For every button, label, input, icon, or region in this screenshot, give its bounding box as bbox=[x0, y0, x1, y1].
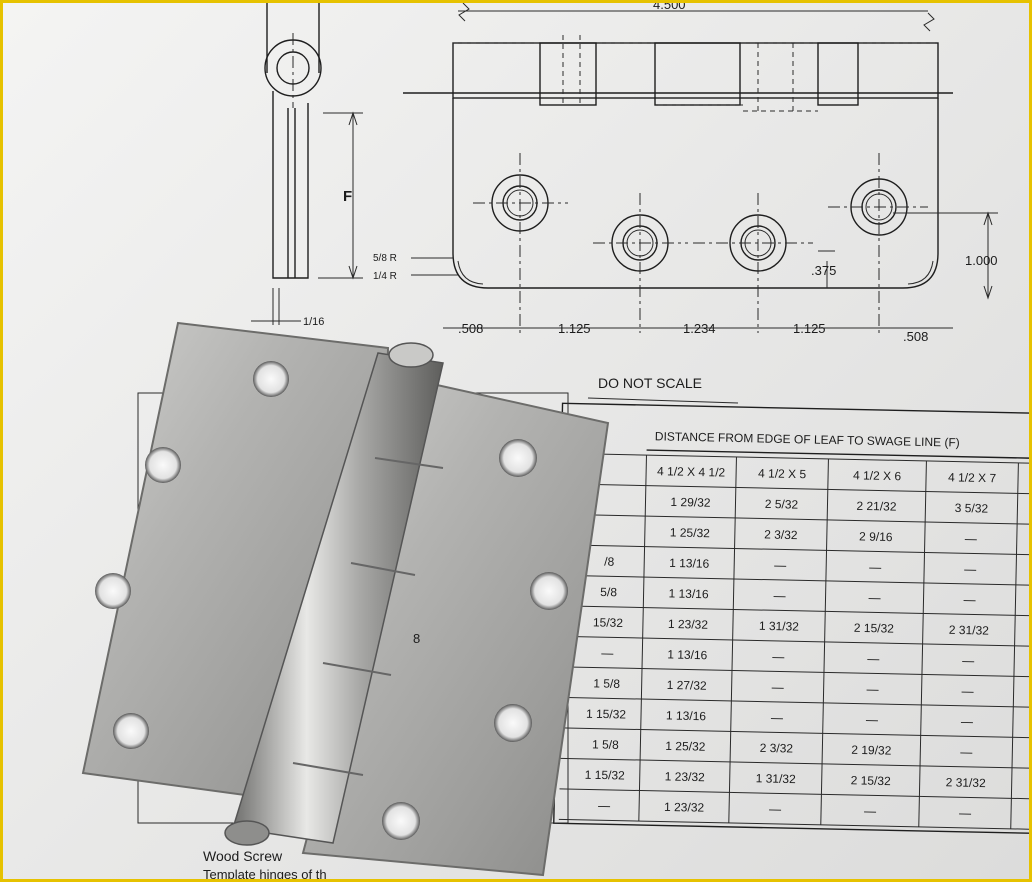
table-cell: — bbox=[772, 680, 784, 694]
table-cell: — bbox=[959, 806, 971, 820]
table-cell: 1 25/32 bbox=[665, 739, 706, 754]
table-cell: — bbox=[962, 654, 974, 668]
table-cell: 1 23/32 bbox=[665, 769, 706, 784]
table-col-header: 4 1/2 X 6 bbox=[853, 468, 902, 483]
table-left-cell: 1 15/32 bbox=[586, 707, 627, 722]
table-cell: — bbox=[867, 652, 879, 666]
table-left-cell: 15/32 bbox=[593, 615, 624, 630]
table-cell: 1 27/32 bbox=[667, 678, 708, 693]
footer-line1: Wood Screw bbox=[203, 848, 283, 864]
dim-thickness: 1/16 bbox=[303, 316, 324, 328]
table-cell: — bbox=[769, 802, 781, 816]
table-left-cell: 1 5/8 bbox=[592, 737, 619, 752]
table-cell: 2 15/32 bbox=[851, 773, 892, 788]
technical-drawing: 4.500 bbox=[81, 3, 1029, 879]
table-left-cell: 1 5/8 bbox=[593, 676, 620, 691]
table-cell: 2 3/32 bbox=[760, 741, 794, 756]
hinge-hole-1 bbox=[253, 361, 289, 397]
table-col-header: 4 1/2 X 5 bbox=[758, 466, 807, 481]
table-cell: 2 15/32 bbox=[854, 621, 895, 636]
table-grid: 4 1/2 X 4 1/2 4 1/2 X 5 4 1/2 X 6 4 1/2 X 7… bbox=[558, 452, 1029, 830]
table-cell: 2 31/32 bbox=[946, 775, 987, 790]
screw-hole-4 bbox=[828, 153, 928, 333]
table-cell: — bbox=[773, 589, 785, 603]
table-cell: — bbox=[866, 682, 878, 696]
table-cell: 2 21/32 bbox=[856, 499, 897, 514]
table-left-cell: — bbox=[601, 646, 613, 660]
dim-radius-outer: 5/8 R bbox=[373, 253, 397, 264]
note-do-not-scale: DO NOT SCALE bbox=[598, 375, 702, 391]
table-left-cell: 1 15/32 bbox=[585, 768, 626, 783]
table-cell: 2 19/32 bbox=[851, 743, 892, 758]
table-left-cell: — bbox=[598, 798, 610, 812]
table-cell: — bbox=[774, 558, 786, 572]
table-cell: — bbox=[772, 650, 784, 664]
table-cell: 1 31/32 bbox=[759, 619, 800, 634]
table-cell: — bbox=[868, 591, 880, 605]
table-col-header: 4 1/2 X 4 1/2 bbox=[657, 464, 726, 479]
table-cell: 2 9/16 bbox=[859, 529, 893, 544]
hinge-elevation-drawing: 4.500 bbox=[373, 3, 998, 344]
swage-table: DISTANCE FROM EDGE OF LEAF TO SWAGE LINE… bbox=[553, 402, 1029, 835]
table-cell: 2 3/32 bbox=[764, 527, 798, 542]
dim-spacing-4: 1.125 bbox=[793, 321, 826, 336]
table-cell: 1 13/16 bbox=[669, 556, 710, 571]
dim-swage-label: F bbox=[343, 188, 352, 205]
hinge-hole-6 bbox=[530, 572, 568, 610]
dim-spacing-3: 1.234 bbox=[683, 321, 716, 336]
table-left-cell: /8 bbox=[604, 555, 615, 569]
table-cell: 1 13/16 bbox=[666, 708, 707, 723]
dim-offset: .375 bbox=[811, 263, 836, 278]
table-cell: 3 5/32 bbox=[955, 501, 989, 516]
dim-radius-inner: 1/4 R bbox=[373, 271, 397, 282]
hinge-hole-5 bbox=[499, 439, 537, 477]
table-left-cell: 5/8 bbox=[600, 585, 617, 599]
hinge-hole-8 bbox=[382, 802, 420, 840]
table-heading: DISTANCE FROM EDGE OF LEAF TO SWAGE LINE… bbox=[655, 429, 960, 449]
table-cell: — bbox=[964, 562, 976, 576]
table-cell: — bbox=[866, 713, 878, 727]
table-cell: 1 13/16 bbox=[667, 647, 708, 662]
table-cell: 1 23/32 bbox=[668, 617, 709, 632]
table-cell: — bbox=[961, 715, 973, 729]
hinge-photo: 8 bbox=[81, 321, 610, 877]
hinge-hole-2 bbox=[145, 447, 181, 483]
screw-hole-1 bbox=[473, 153, 568, 333]
hinge-hole-7 bbox=[494, 704, 532, 742]
dim-spacing-1: .508 bbox=[458, 321, 483, 336]
table-cell: 2 5/32 bbox=[765, 497, 799, 512]
table-cell: — bbox=[960, 745, 972, 759]
table-cell: — bbox=[963, 593, 975, 607]
table-cell: 1 23/32 bbox=[664, 800, 705, 815]
table-cell: 1 25/32 bbox=[670, 525, 711, 540]
table-cell: — bbox=[961, 684, 973, 698]
screw-hole-2 bbox=[593, 193, 688, 333]
hinge-hole-3 bbox=[95, 573, 131, 609]
table-cell: 1 29/32 bbox=[670, 495, 711, 510]
screw-hole-3 bbox=[693, 193, 813, 333]
hinge-profile-drawing: F 1/16 bbox=[251, 3, 363, 328]
table-cell: 1 31/32 bbox=[756, 771, 797, 786]
table-col-header: 4 1/2 X 7 bbox=[948, 470, 997, 485]
table-cell: 2 31/32 bbox=[949, 623, 990, 638]
dim-spacing-5: .508 bbox=[903, 329, 928, 344]
dim-height: 1.000 bbox=[965, 253, 998, 268]
table-cell: 1 13/16 bbox=[668, 586, 709, 601]
table-cell: — bbox=[869, 560, 881, 574]
table-cell: — bbox=[965, 532, 977, 546]
dim-overall-width: 4.500 bbox=[653, 3, 686, 12]
table-cell: — bbox=[771, 711, 783, 725]
hinge-hole-4 bbox=[113, 713, 149, 749]
table-cell: — bbox=[864, 804, 876, 818]
dim-spacing-2: 1.125 bbox=[558, 321, 591, 336]
hinge-stamp: 8 bbox=[413, 631, 420, 646]
footer-line2: Template hinges of th bbox=[203, 867, 327, 879]
